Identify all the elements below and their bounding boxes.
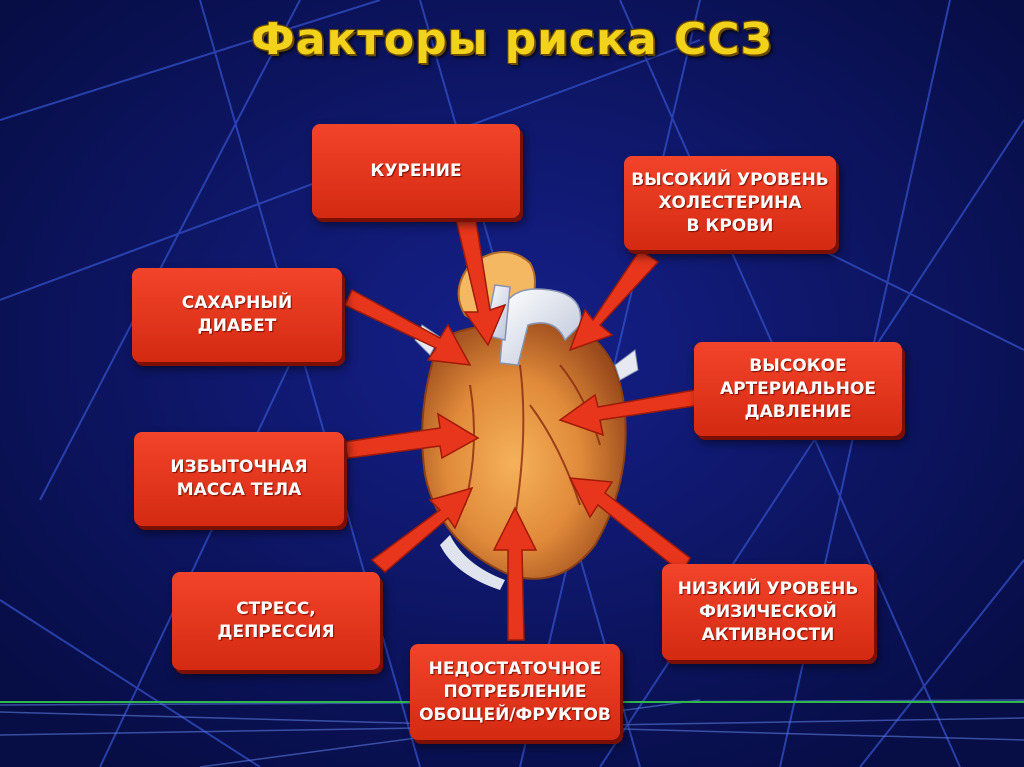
factor-diabetes: САХАРНЫЙ ДИАБЕТ <box>132 268 342 362</box>
factor-cholesterol-label: ВЫСОКИЙ УРОВЕНЬ ХОЛЕСТЕРИНА В КРОВИ <box>631 169 829 236</box>
factor-nutrition: НЕДОСТАТОЧНОЕ ПОТРЕБЛЕНИЕ ОБОЩЕЙ/ФРУКТОВ <box>410 644 620 740</box>
arrow-weight <box>343 412 480 460</box>
factor-weight-label: ИЗБЫТОЧНАЯ МАССА ТЕЛА <box>170 457 308 500</box>
slide-title: Факторы риска ССЗ <box>251 14 773 65</box>
factor-cholesterol: ВЫСОКИЙ УРОВЕНЬ ХОЛЕСТЕРИНА В КРОВИ <box>624 156 836 250</box>
factor-stress: СТРЕСС, ДЕПРЕССИЯ <box>172 572 380 670</box>
factor-diabetes-label: САХАРНЫЙ ДИАБЕТ <box>181 293 293 336</box>
arrow-pressure <box>558 389 701 437</box>
arrow-cholesterol <box>568 248 660 352</box>
factor-pressure-label: ВЫСОКОЕ АРТЕРИАЛЬНОЕ ДАВЛЕНИЕ <box>719 355 877 422</box>
factor-activity-label: НИЗКИЙ УРОВЕНЬ ФИЗИЧЕСКОЙ АКТИВНОСТИ <box>677 578 859 645</box>
arrow-smoking <box>454 214 507 347</box>
factor-pressure: ВЫСОКОЕ АРТЕРИАЛЬНОЕ ДАВЛЕНИЕ <box>694 342 902 436</box>
factor-weight: ИЗБЫТОЧНАЯ МАССА ТЕЛА <box>134 432 344 526</box>
factor-smoking-label: КУРЕНИЕ <box>370 160 462 181</box>
arrow-activity <box>568 477 691 575</box>
arrow-nutrition <box>492 506 538 641</box>
arrow-stress <box>370 486 474 574</box>
arrow-diabetes <box>344 288 472 366</box>
factor-smoking: КУРЕНИЕ <box>312 124 520 218</box>
factor-nutrition-label: НЕДОСТАТОЧНОЕ ПОТРЕБЛЕНИЕ ОБОЩЕЙ/ФРУКТОВ <box>419 658 611 725</box>
factor-stress-label: СТРЕСС, ДЕПРЕССИЯ <box>217 599 335 642</box>
factor-activity: НИЗКИЙ УРОВЕНЬ ФИЗИЧЕСКОЙ АКТИВНОСТИ <box>662 564 874 660</box>
